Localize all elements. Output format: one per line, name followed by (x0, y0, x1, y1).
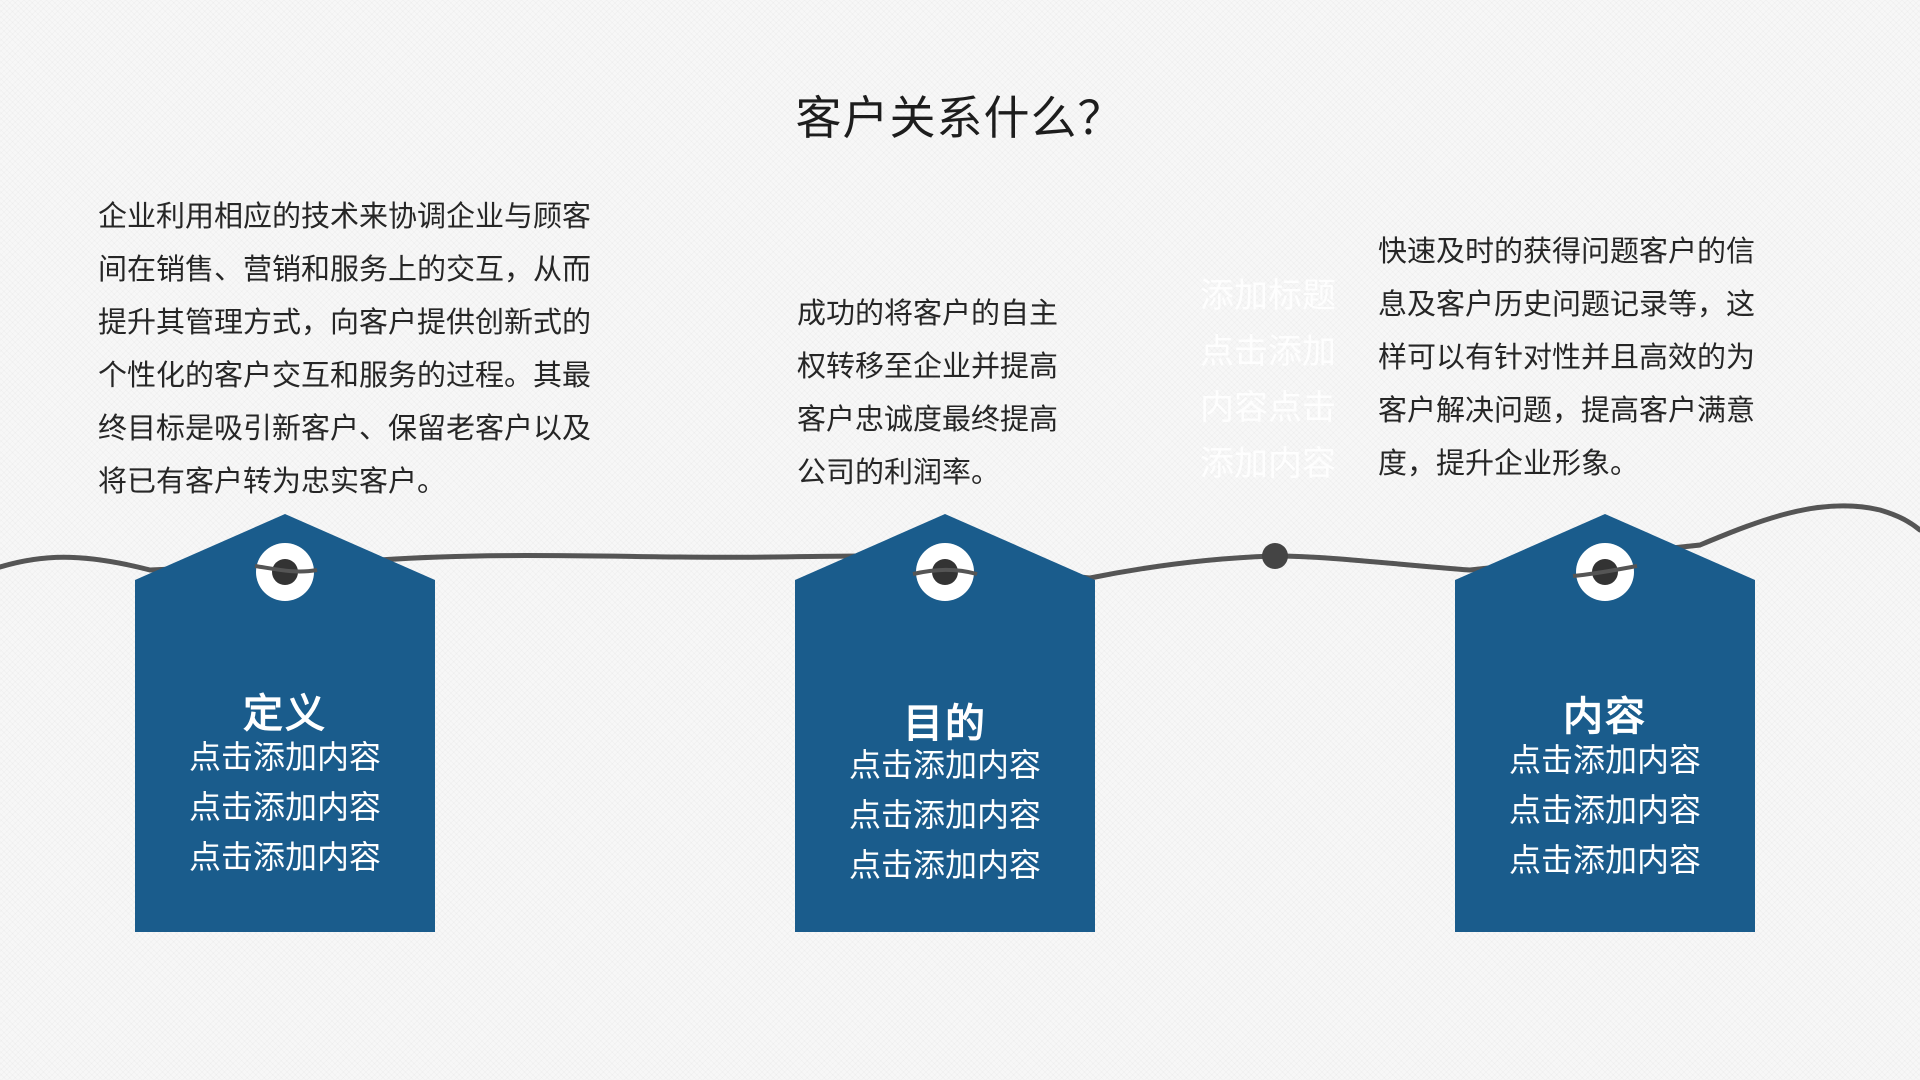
tag-shape (1455, 514, 1755, 932)
tag-line: 点击添加内容 (848, 746, 1041, 784)
tag-shape (795, 514, 1095, 932)
connector-line (0, 503, 1920, 581)
tag-line: 点击添加内容 (188, 738, 381, 776)
purpose-description: 成功的将客户的自主 权转移至企业并提高 客户忠诚度最终提高 公司的利润率。 (797, 296, 1059, 489)
tag-line: 点击添加内容 (1508, 791, 1701, 829)
tag-title: 定义 (243, 691, 327, 737)
tag-purpose[interactable]: 目的 点击添加内容 点击添加内容 点击添加内容 (795, 514, 1095, 932)
tag-title: 内容 (1563, 694, 1647, 740)
tag-lines: 点击添加内容 点击添加内容 点击添加内容 (795, 740, 1095, 890)
content-description: 快速及时的获得问题客户的信 息及客户历史问题记录等，这 样可以有针对性并且高效的… (1378, 234, 1756, 480)
page-title: 客户关系什么？ (795, 91, 1125, 145)
tag-line: 点击添加内容 (188, 838, 381, 876)
tag-line: 点击添加内容 (1508, 741, 1701, 779)
connector-knot-icon (1262, 543, 1288, 569)
definition-description: 企业利用相应的技术来协调企业与顾客 间在销售、营销和服务上的交互，从而 提升其管… (98, 199, 592, 498)
tag-lines: 点击添加内容 点击添加内容 点击添加内容 (1455, 735, 1755, 885)
faint-background-text: 添加标题 点击添加 内容点击 添加内容 (1200, 276, 1336, 484)
tag-title: 目的 (903, 701, 987, 747)
tag-line: 点击添加内容 (1508, 841, 1701, 879)
tag-shape (135, 514, 435, 932)
tag-line: 点击添加内容 (848, 796, 1041, 834)
tag-line: 点击添加内容 (848, 846, 1041, 884)
tag-content[interactable]: 内容 点击添加内容 点击添加内容 点击添加内容 (1455, 514, 1755, 932)
tag-line: 点击添加内容 (188, 788, 381, 826)
tag-lines: 点击添加内容 点击添加内容 点击添加内容 (135, 732, 435, 882)
tag-definition[interactable]: 定义 点击添加内容 点击添加内容 点击添加内容 (135, 514, 435, 932)
